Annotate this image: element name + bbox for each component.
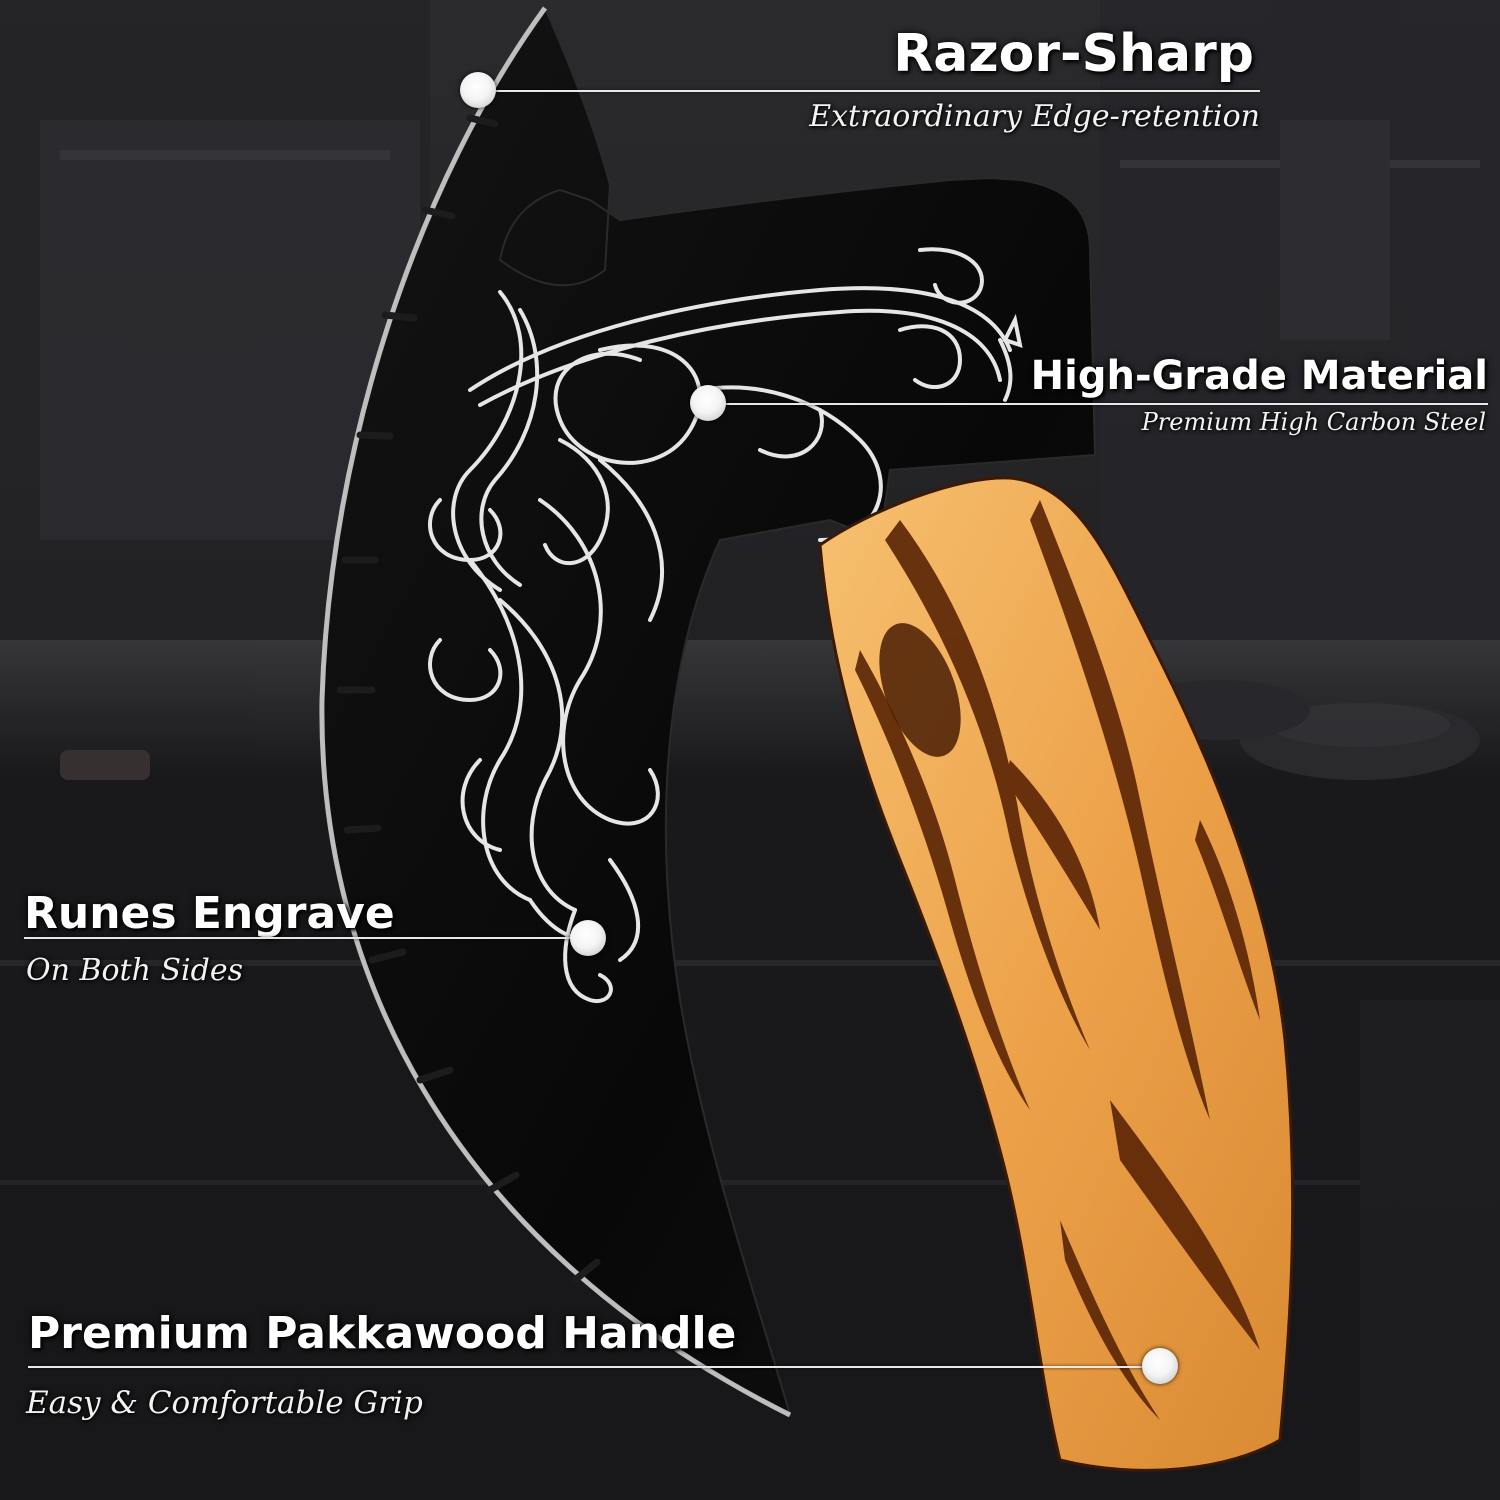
callout-subtitle-high-grade: Premium High Carbon Steel: [1141, 408, 1486, 436]
callout-dot-handle: [1142, 1348, 1178, 1384]
callout-title-high-grade: High-Grade Material: [1030, 353, 1488, 399]
callout-dot-razor-sharp: [460, 72, 496, 108]
callout-subtitle-runes: On Both Sides: [26, 953, 243, 988]
axe-blade: [319, 6, 1097, 1418]
callout-line-runes: [24, 937, 590, 939]
callout-title-razor-sharp: Razor-Sharp: [893, 24, 1254, 84]
pakkawood-handle: [818, 476, 1295, 1472]
callout-line-handle: [28, 1366, 1162, 1368]
callout-line-high-grade: [708, 403, 1488, 405]
callout-subtitle-handle: Easy & Comfortable Grip: [26, 1385, 423, 1421]
callout-subtitle-razor-sharp: Extraordinary Edge-retention: [809, 99, 1260, 134]
callout-line-razor-sharp: [480, 90, 1260, 92]
callout-dot-high-grade: [690, 385, 726, 421]
callout-title-handle: Premium Pakkawood Handle: [28, 1308, 737, 1359]
callout-dot-runes: [570, 920, 606, 956]
callout-title-runes: Runes Engrave: [24, 888, 395, 939]
runes-engraving: [428, 247, 1023, 1004]
